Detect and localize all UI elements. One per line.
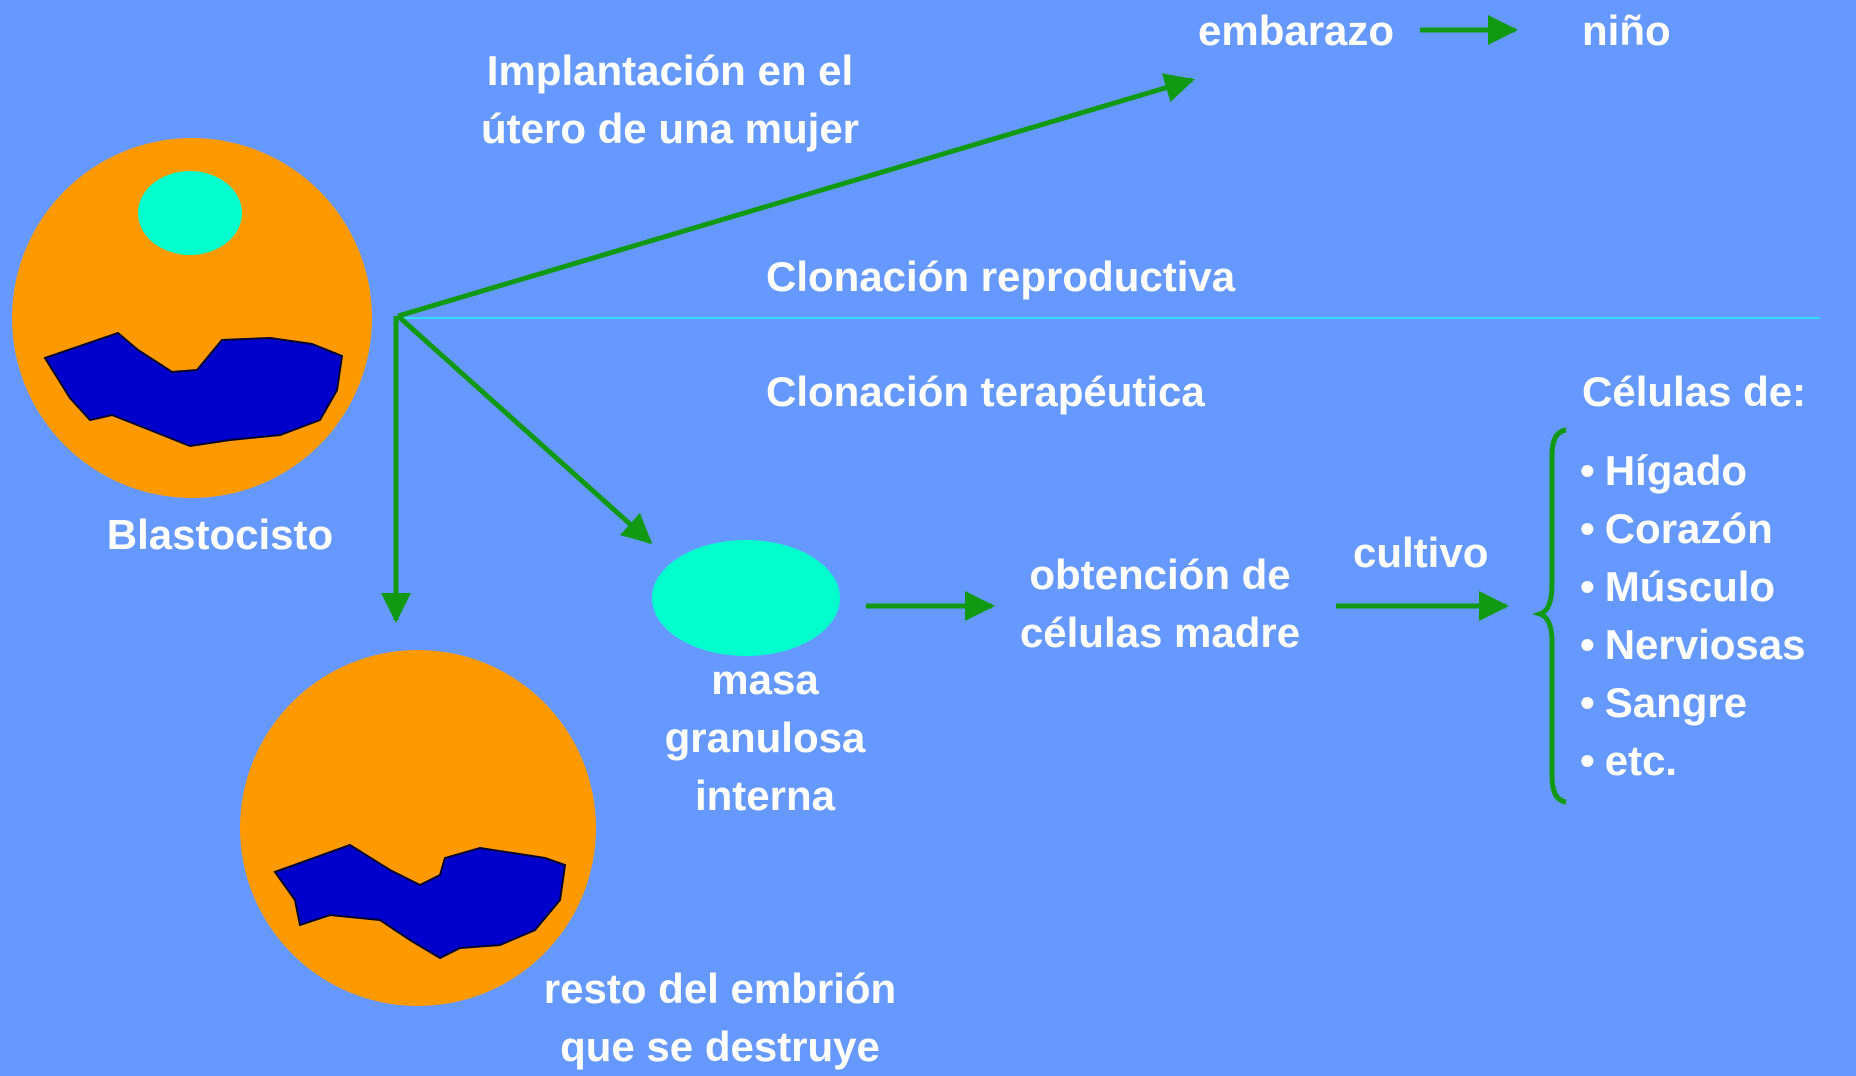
label-blastocisto: Blastocisto: [106, 511, 334, 558]
list-item: •Sangre: [1580, 674, 1806, 732]
list-item: •Nerviosas: [1580, 616, 1806, 674]
blastocyst-figure: [12, 138, 372, 498]
label-clonacion-reproductiva: Clonación reproductiva: [766, 253, 1236, 300]
label-masa-line2: granulosa: [664, 714, 866, 761]
list-item: •Músculo: [1580, 558, 1806, 616]
label-celulas-de: Células de:: [1582, 368, 1807, 415]
cell-types-brace: [1532, 427, 1567, 805]
bullet-icon: •: [1580, 447, 1595, 494]
list-item: •Hígado: [1580, 442, 1806, 500]
bullet-icon: •: [1580, 505, 1595, 552]
label-obtencion-line2: células madre: [1019, 609, 1301, 656]
label-resto-line2: que se destruye: [560, 1023, 880, 1070]
cell-type-label: Hígado: [1604, 447, 1748, 494]
label-masa-line3: interna: [694, 772, 836, 819]
cell-type-label: Músculo: [1604, 563, 1776, 610]
label-obtencion: obtención de células madre: [975, 546, 1345, 662]
cell-types-list: •Hígado •Corazón •Músculo •Nerviosas •Sa…: [1580, 442, 1806, 790]
arrow-to-embarazo: [397, 73, 1195, 319]
label-masa-line1: masa: [711, 656, 819, 703]
inner-cell-mass: [652, 540, 840, 656]
cell-type-label: Sangre: [1604, 679, 1748, 726]
list-item: •etc.: [1580, 732, 1806, 790]
blastocyst-nucleus: [43, 331, 344, 448]
arrow-to-inner-mass: [396, 314, 653, 545]
cell-type-label: etc.: [1604, 737, 1678, 784]
label-embarazo: embarazo: [1198, 7, 1395, 54]
embryo-remainder-figure: [240, 650, 596, 1006]
label-clonacion-terapeutica: Clonación terapéutica: [766, 368, 1205, 415]
cell-type-label: Nerviosas: [1604, 621, 1806, 668]
bullet-icon: •: [1580, 737, 1595, 784]
list-item: •Corazón: [1580, 500, 1806, 558]
label-implantacion-line1: Implantación en el: [486, 47, 854, 94]
label-obtencion-line1: obtención de: [1029, 551, 1291, 598]
label-resto-embrion: resto del embrión que se destruye: [500, 960, 940, 1076]
cell-type-label: Corazón: [1604, 505, 1773, 552]
bullet-icon: •: [1580, 621, 1595, 668]
bullet-icon: •: [1580, 679, 1595, 726]
bullet-icon: •: [1580, 563, 1595, 610]
label-resto-line1: resto del embrión: [543, 965, 897, 1012]
blastocyst-inner-mass: [138, 171, 242, 255]
embryo-nucleus: [273, 843, 567, 960]
label-cultivo: cultivo: [1353, 529, 1489, 576]
embryo-body: [240, 650, 596, 1006]
label-implantacion-line2: útero de una mujer: [480, 105, 860, 152]
label-nino: niño: [1582, 7, 1671, 54]
label-implantacion: Implantación en el útero de una mujer: [440, 42, 900, 158]
label-masa-granulosa: masa granulosa interna: [620, 651, 910, 825]
